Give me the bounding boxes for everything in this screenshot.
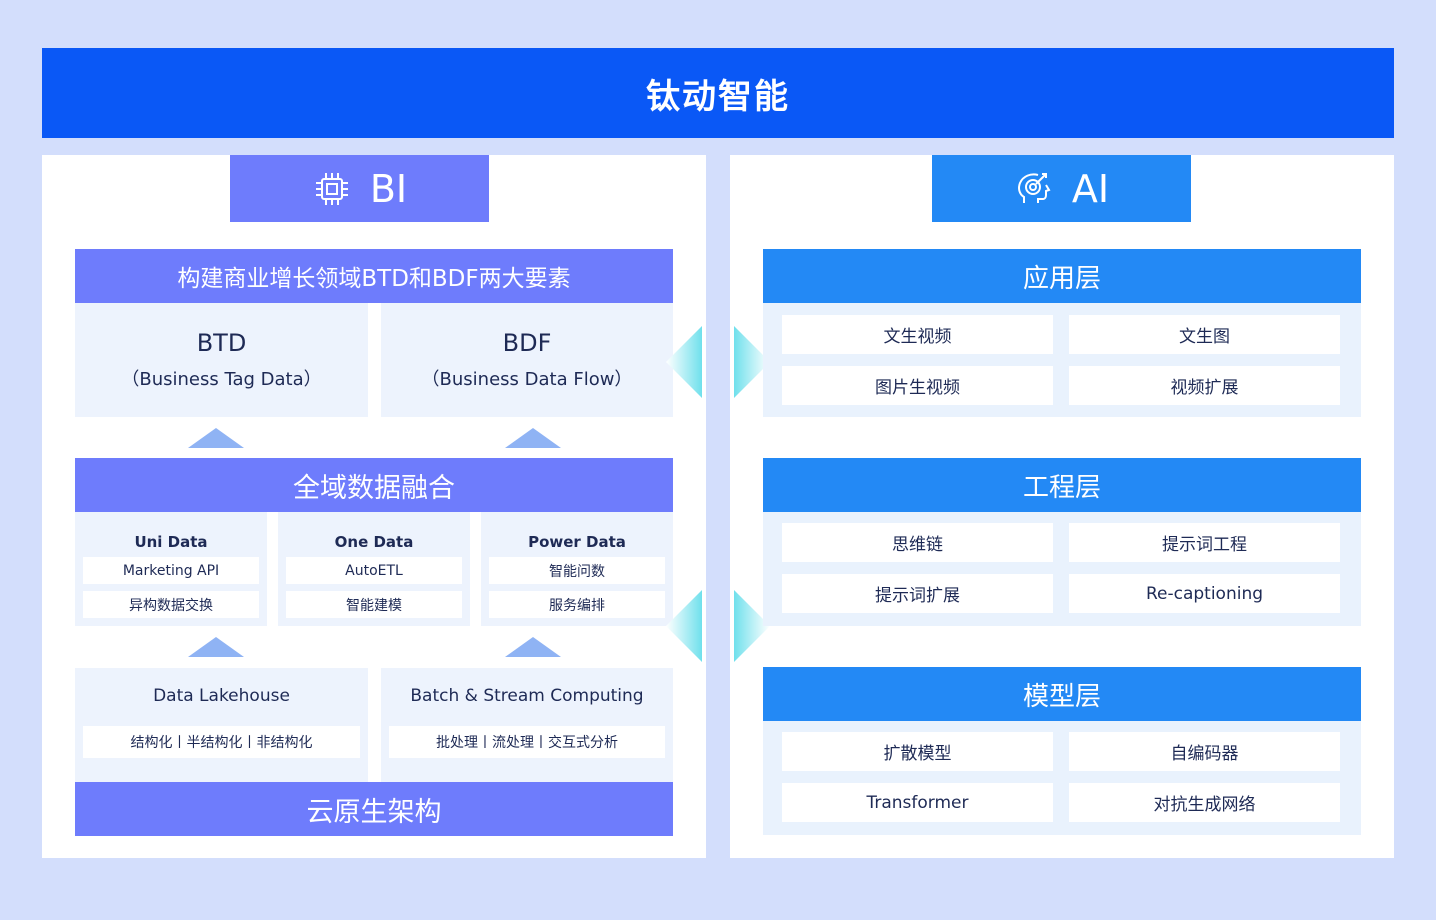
btd-title: BTD [196,329,247,357]
fusion-column-uni: Uni Data Marketing API 异构数据交换 [75,512,267,626]
layer-title: 应用层 [1022,263,1101,294]
layer-item: Transformer [782,783,1053,822]
fusion-header: 全域数据融合 [75,458,673,512]
layer-item: 自编码器 [1069,732,1340,771]
up-arrow-icon [505,428,561,448]
layer-item: 文生图 [1069,315,1340,354]
bi-tab: BI [230,155,489,222]
ai-tab-label: AI [1071,166,1110,211]
layer-item: 思维链 [782,523,1053,562]
layer-item: 对抗生成网络 [1069,783,1340,822]
up-arrow-icon [188,428,244,448]
bi-elements-header: 构建商业增长领域BTD和BDF两大要素 [75,249,673,303]
top-banner: 钛动智能 [42,48,1394,138]
lakehouse-title: Data Lakehouse [153,686,290,706]
layer-item: 扩散模型 [782,732,1053,771]
layer-item: 视频扩展 [1069,366,1340,405]
fusion-column-one: One Data AutoETL 智能建模 [278,512,470,626]
bdf-desc: （Business Data Flow） [421,369,633,390]
fusion-column-title: One Data [334,533,414,551]
bdf-title: BDF [502,329,552,357]
layer-header-application: 应用层 [763,249,1361,303]
fusion-item: Marketing API [83,557,259,584]
fusion-item: 智能建模 [286,591,462,618]
up-arrow-icon [505,637,561,657]
foundation-label: 云原生架构 [306,796,442,828]
btd-card: BTD （Business Tag Data） [75,303,368,417]
bi-elements-title: 构建商业增长领域BTD和BDF两大要素 [177,266,571,292]
layer-item: 提示词扩展 [782,574,1053,613]
ai-head-icon [1017,172,1051,203]
lakehouse-card: Data Lakehouse 结构化丨半结构化丨非结构化 [75,668,368,782]
bdf-card: BDF （Business Data Flow） [381,303,673,417]
layer-item: 提示词工程 [1069,523,1340,562]
lakehouse-detail: 结构化丨半结构化丨非结构化 [83,726,360,758]
computing-detail: 批处理丨流处理丨交互式分析 [389,726,665,758]
ai-tab: AI [932,155,1191,222]
fusion-item: 异构数据交换 [83,591,259,618]
page-title: 钛动智能 [646,76,790,117]
fusion-item: AutoETL [286,557,462,584]
btd-desc: （Business Tag Data） [121,369,322,390]
connector-arrows-icon [666,590,770,662]
layer-item: 图片生视频 [782,366,1053,405]
computing-title: Batch & Stream Computing [410,686,644,706]
fusion-column-title: Power Data [528,533,626,551]
layer-title: 模型层 [1022,681,1101,712]
chip-icon [315,172,348,205]
connector-arrows-icon [666,326,770,398]
layer-header-model: 模型层 [763,667,1361,721]
fusion-item: 智能问数 [489,557,665,584]
layer-title: 工程层 [1022,472,1101,503]
layer-header-engineering: 工程层 [763,458,1361,512]
bi-tab-label: BI [369,166,408,211]
fusion-column-power: Power Data 智能问数 服务编排 [481,512,673,626]
fusion-column-title: Uni Data [134,533,208,551]
fusion-item: 服务编排 [489,591,665,618]
fusion-title: 全域数据融合 [293,472,455,504]
computing-card: Batch & Stream Computing 批处理丨流处理丨交互式分析 [381,668,673,782]
layer-item: Re-captioning [1069,574,1340,613]
foundation-bar: 云原生架构 [75,782,673,836]
up-arrow-icon [188,637,244,657]
layer-item: 文生视频 [782,315,1053,354]
